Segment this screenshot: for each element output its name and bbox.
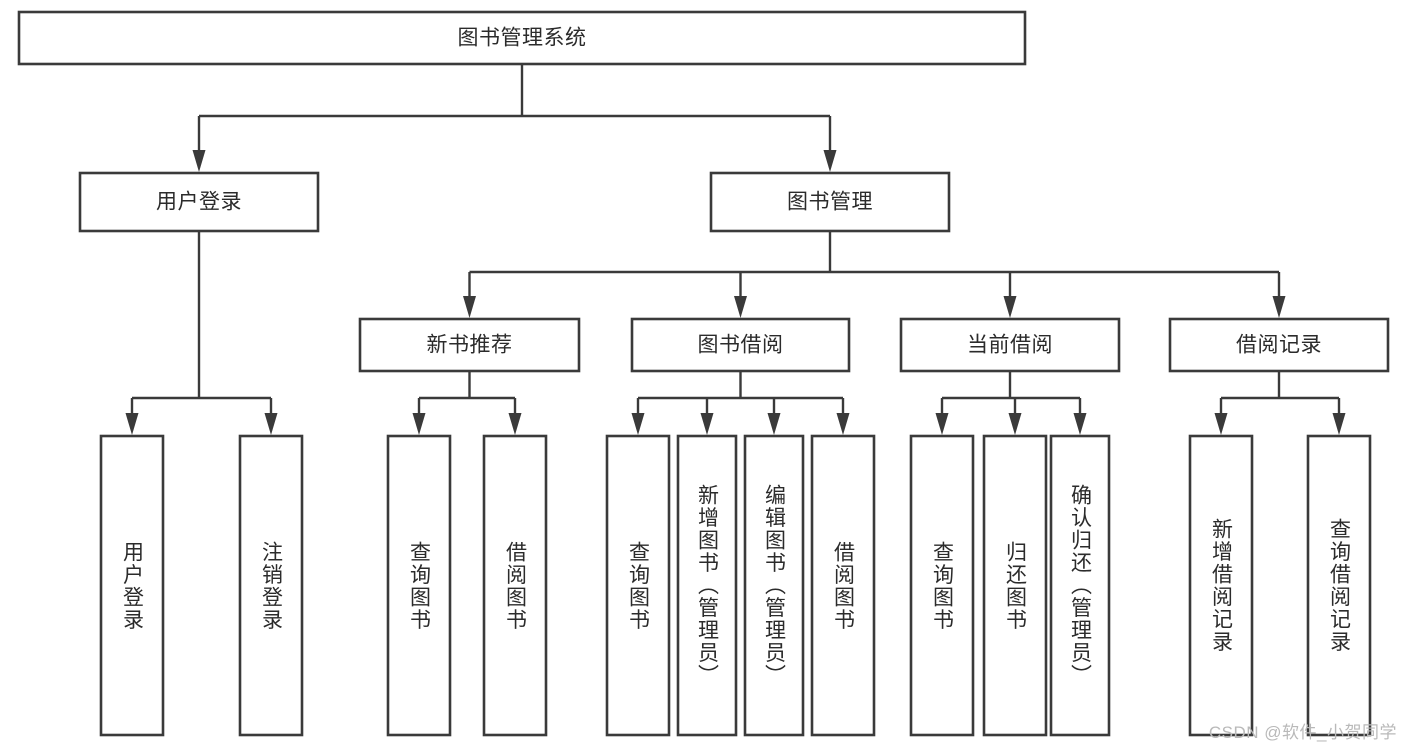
node-label: 图书借阅	[698, 334, 784, 357]
node-box[interactable]	[899, 317, 1121, 373]
node-l2_3[interactable]: 借阅记录	[1168, 317, 1390, 373]
node-l3_12[interactable]	[1306, 434, 1372, 737]
node-l3_9[interactable]	[982, 434, 1048, 737]
node-l2_0[interactable]: 新书推荐	[358, 317, 581, 373]
node-l3_10[interactable]	[1049, 434, 1111, 737]
node-box[interactable]	[743, 434, 805, 737]
node-box[interactable]	[1168, 317, 1390, 373]
node-l3_11[interactable]	[1188, 434, 1254, 737]
node-label: 当前借阅	[967, 334, 1053, 357]
node-l3_3[interactable]	[482, 434, 548, 737]
node-box[interactable]	[982, 434, 1048, 737]
node-box[interactable]	[238, 434, 304, 737]
node-box[interactable]	[630, 317, 851, 373]
node-l1_0[interactable]: 用户登录	[78, 171, 320, 233]
node-box[interactable]	[709, 171, 951, 233]
node-l3_0[interactable]	[99, 434, 165, 737]
node-l3_5[interactable]	[676, 434, 738, 737]
node-label: 用户登录	[156, 191, 242, 214]
node-box[interactable]	[358, 317, 581, 373]
node-l3_6[interactable]	[743, 434, 805, 737]
node-box[interactable]	[17, 10, 1027, 66]
node-box[interactable]	[810, 434, 876, 737]
node-l2_1[interactable]: 图书借阅	[630, 317, 851, 373]
node-box[interactable]	[1049, 434, 1111, 737]
node-label: 图书管理系统	[458, 27, 587, 50]
node-l3_8[interactable]	[909, 434, 975, 737]
node-box[interactable]	[676, 434, 738, 737]
node-l3_4[interactable]	[605, 434, 671, 737]
node-box[interactable]	[482, 434, 548, 737]
connector-layer	[125, 64, 1346, 435]
node-box[interactable]	[909, 434, 975, 737]
node-label: 借阅记录	[1236, 334, 1322, 357]
watermark-text: CSDN @软件_小贺同学	[1208, 723, 1397, 742]
node-box[interactable]	[605, 434, 671, 737]
node-box[interactable]	[386, 434, 452, 737]
node-root[interactable]: 图书管理系统	[17, 10, 1027, 66]
node-box[interactable]	[99, 434, 165, 737]
node-label: 图书管理	[787, 191, 873, 214]
node-l3_7[interactable]	[810, 434, 876, 737]
node-box[interactable]	[1188, 434, 1254, 737]
node-label: 新书推荐	[427, 334, 513, 357]
node-l3_1[interactable]	[238, 434, 304, 737]
node-box[interactable]	[1306, 434, 1372, 737]
node-l3_2[interactable]	[386, 434, 452, 737]
node-l1_1[interactable]: 图书管理	[709, 171, 951, 233]
node-box[interactable]	[78, 171, 320, 233]
node-l2_2[interactable]: 当前借阅	[899, 317, 1121, 373]
